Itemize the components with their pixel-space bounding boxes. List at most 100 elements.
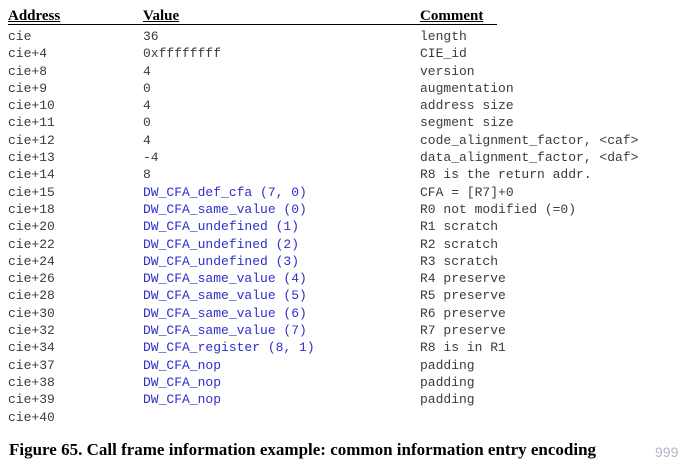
value-cell: 0xffffffff bbox=[143, 46, 222, 62]
address-cell: cie+40 bbox=[8, 409, 55, 425]
figure-caption: Figure 65. Call frame information exampl… bbox=[9, 440, 597, 459]
value-cell: -4 bbox=[143, 150, 159, 166]
comment-cell: code_alignment_factor, <caf> bbox=[420, 132, 639, 148]
comment-cell: R3 scratch bbox=[420, 253, 499, 269]
cfa-instruction-link[interactable]: DW_CFA_nop bbox=[143, 357, 222, 373]
table-header: Address Value Comment bbox=[8, 8, 498, 25]
value-cell: 36 bbox=[143, 29, 159, 44]
table-row: cie+22 DW_CFA_undefined (2) R2 scratch bbox=[8, 236, 638, 253]
table-row: cie+40 bbox=[8, 409, 638, 426]
comment-cell: R5 preserve bbox=[420, 288, 506, 304]
comment-cell: R1 scratch bbox=[420, 219, 499, 235]
address-cell: cie+28 bbox=[8, 288, 55, 304]
table-body: cie 36 length cie+4 0xffffffff CIE_id cie+8 4 ve… bbox=[8, 28, 638, 426]
table-row: cie+37 DW_CFA_nop padding bbox=[8, 357, 638, 374]
address-cell: cie+10 bbox=[8, 98, 55, 114]
address-cell: cie+14 bbox=[8, 167, 55, 183]
address-cell: cie+13 bbox=[8, 150, 55, 166]
table-row: cie+32 DW_CFA_same_value (7) R7 preserve bbox=[8, 322, 638, 339]
table-row: cie+26 DW_CFA_same_value (4) R4 preserve bbox=[8, 270, 638, 287]
cfa-instruction-link[interactable]: DW_CFA_undefined (1) bbox=[143, 219, 300, 235]
comment-cell: length bbox=[420, 29, 467, 44]
column-header-comment: Comment bbox=[420, 8, 484, 24]
comment-cell: version bbox=[420, 63, 475, 79]
cfa-instruction-link[interactable]: DW_CFA_def_cfa (7, 0) bbox=[143, 184, 307, 200]
table-row: cie+8 4 version bbox=[8, 63, 638, 80]
cfa-instruction-link[interactable]: DW_CFA_undefined (3) bbox=[143, 253, 300, 269]
address-cell: cie+39 bbox=[8, 392, 55, 408]
table-row: cie+11 0 segment size bbox=[8, 114, 638, 131]
address-cell: cie+24 bbox=[8, 253, 55, 269]
cfa-instruction-link[interactable]: DW_CFA_same_value (0) bbox=[143, 201, 307, 217]
table-row: cie+14 8 R8 is the return addr. bbox=[8, 166, 638, 183]
comment-cell: CFA = [R7]+0 bbox=[420, 184, 514, 200]
table-row: cie+24 DW_CFA_undefined (3) R3 scratch bbox=[8, 253, 638, 270]
address-cell: cie+32 bbox=[8, 323, 55, 339]
value-cell: 0 bbox=[143, 80, 151, 96]
address-cell: cie+26 bbox=[8, 271, 55, 287]
watermark-text: 999 bbox=[655, 444, 679, 460]
table-row: cie+20 DW_CFA_undefined (1) R1 scratch bbox=[8, 218, 638, 235]
table-row: cie+30 DW_CFA_same_value (6) R6 preserve bbox=[8, 305, 638, 322]
comment-cell: address size bbox=[420, 98, 514, 114]
comment-cell: R0 not modified (=0) bbox=[420, 201, 577, 217]
address-cell: cie+15 bbox=[8, 184, 55, 200]
table-row: cie+28 DW_CFA_same_value (5) R5 preserve bbox=[8, 287, 638, 304]
value-cell: 4 bbox=[143, 132, 151, 148]
value-cell: 4 bbox=[143, 98, 151, 114]
address-cell: cie bbox=[8, 29, 32, 44]
cfa-instruction-link[interactable]: DW_CFA_same_value (6) bbox=[143, 305, 307, 321]
column-header-value: Value bbox=[143, 8, 180, 24]
comment-cell: R7 preserve bbox=[420, 323, 506, 339]
value-cell bbox=[143, 409, 420, 426]
address-cell: cie+12 bbox=[8, 132, 55, 148]
comment-cell: padding bbox=[420, 392, 475, 408]
table-row: cie+38 DW_CFA_nop padding bbox=[8, 374, 638, 391]
address-cell: cie+4 bbox=[8, 46, 48, 62]
table-row: cie+12 4 code_alignment_factor, <caf> bbox=[8, 132, 638, 149]
address-cell: cie+22 bbox=[8, 236, 55, 252]
address-cell: cie+20 bbox=[8, 219, 55, 235]
comment-cell: R8 is the return addr. bbox=[420, 167, 592, 183]
comment-cell: R4 preserve bbox=[420, 271, 506, 287]
cfa-instruction-link[interactable]: DW_CFA_nop bbox=[143, 392, 222, 408]
address-cell: cie+18 bbox=[8, 201, 55, 217]
cfa-instruction-link[interactable]: DW_CFA_same_value (5) bbox=[143, 288, 307, 304]
cfa-instruction-link[interactable]: DW_CFA_nop bbox=[143, 374, 222, 390]
comment-cell: R8 is in R1 bbox=[420, 340, 506, 356]
comment-cell: augmentation bbox=[420, 80, 514, 96]
comment-cell: segment size bbox=[420, 115, 514, 131]
value-cell: 0 bbox=[143, 115, 151, 131]
table-row: cie+34 DW_CFA_register (8, 1) R8 is in R1 bbox=[8, 339, 638, 356]
comment-cell: R2 scratch bbox=[420, 236, 499, 252]
cie-encoding-table: Address Value Comment cie 36 length cie+4 0x… bbox=[8, 9, 638, 426]
table-row: cie+10 4 address size bbox=[8, 97, 638, 114]
comment-cell: R6 preserve bbox=[420, 305, 506, 321]
comment-cell: padding bbox=[420, 374, 475, 390]
comment-cell bbox=[420, 409, 638, 426]
table-row: cie+4 0xffffffff CIE_id bbox=[8, 45, 638, 62]
cfa-instruction-link[interactable]: DW_CFA_register (8, 1) bbox=[143, 340, 315, 356]
value-cell: 8 bbox=[143, 167, 151, 183]
value-cell: 4 bbox=[143, 63, 151, 79]
cfa-instruction-link[interactable]: DW_CFA_undefined (2) bbox=[143, 236, 300, 252]
column-header-address: Address bbox=[8, 8, 61, 24]
table-row: cie+15 DW_CFA_def_cfa (7, 0) CFA = [R7]+0 bbox=[8, 184, 638, 201]
address-cell: cie+8 bbox=[8, 63, 48, 79]
address-cell: cie+30 bbox=[8, 305, 55, 321]
comment-cell: CIE_id bbox=[420, 46, 467, 62]
address-cell: cie+37 bbox=[8, 357, 55, 373]
table-row: cie+39 DW_CFA_nop padding bbox=[8, 391, 638, 408]
address-cell: cie+11 bbox=[8, 115, 55, 131]
table-row: cie+13 -4 data_alignment_factor, <daf> bbox=[8, 149, 638, 166]
table-row: cie+9 0 augmentation bbox=[8, 80, 638, 97]
table-row: cie+18 DW_CFA_same_value (0) R0 not modifi… bbox=[8, 201, 638, 218]
address-cell: cie+38 bbox=[8, 374, 55, 390]
address-cell: cie+9 bbox=[8, 80, 48, 96]
cfa-instruction-link[interactable]: DW_CFA_same_value (7) bbox=[143, 323, 307, 339]
comment-cell: padding bbox=[420, 357, 475, 373]
cfa-instruction-link[interactable]: DW_CFA_same_value (4) bbox=[143, 271, 307, 287]
address-cell: cie+34 bbox=[8, 340, 55, 356]
comment-cell: data_alignment_factor, <daf> bbox=[420, 150, 639, 166]
